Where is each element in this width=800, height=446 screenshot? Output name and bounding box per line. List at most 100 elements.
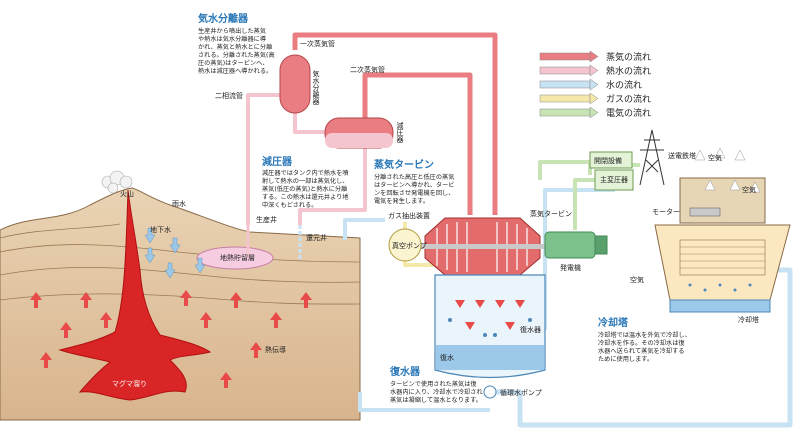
legend-arrow (589, 106, 599, 119)
air-label-1: 空気 (708, 153, 722, 162)
generator (544, 231, 608, 259)
flasher-title: 減圧器 (262, 155, 293, 168)
desc-line: 射して熱水の一部は蒸気化し、 (262, 177, 348, 185)
desc-line: する。この熱水は還元井より地 (262, 193, 349, 201)
desc-line: 水器内に入り、冷却水で冷却され (390, 388, 483, 396)
desc-line: 冷却塔では温水を外気で冷却し、 (598, 331, 691, 339)
legend-arrow (589, 92, 599, 105)
transformer-box (594, 169, 634, 191)
desc-line: や熱水は気水分離器に導 (198, 35, 266, 43)
groundwater-label: 地下水 (150, 225, 171, 234)
cooling-tower (654, 147, 791, 313)
desc-line: 分離された高圧と低圧の蒸気 (374, 173, 454, 181)
reservoir-label: 地熱貯留層 (220, 253, 255, 262)
separator-vertical-label: 気水分離器 (312, 69, 320, 106)
ground-section (0, 170, 361, 421)
gas-extractor-label: ガス抽出装置 (388, 211, 430, 220)
cooling-desc: 冷却塔では温水を外気で冷却し、冷却水を作る。その冷却水は復水器へ送られて蒸気を冷… (598, 331, 691, 363)
turbine-desc: 分離された高圧と低圧の蒸気はタービンへ導かれ、タービンを回転させ発電機を回し、電… (374, 173, 455, 205)
air-label-2: 空気 (742, 185, 756, 194)
primary-steam-label: 一次蒸気管 (300, 39, 335, 48)
heat-conduction-label: 熱伝導 (265, 345, 286, 354)
legend-label: 熱水の流れ (606, 65, 651, 77)
desc-line: ンを回転させ発電機を回し、 (374, 189, 454, 197)
condenser-title: 復水器 (389, 365, 421, 378)
desc-line: 生産井から噴出した蒸気 (198, 27, 266, 35)
heat-arrows (30, 290, 312, 388)
legend-label: 電気の流れ (606, 107, 651, 119)
legend-arrow (589, 78, 599, 91)
water-pipe-c (358, 392, 490, 412)
legend-label: 蒸気の流れ (606, 51, 651, 63)
condenser-label: 復水器 (520, 325, 541, 334)
desc-line: 蒸気は凝縮して温水となります。 (390, 396, 482, 404)
legend-swatch (539, 108, 591, 117)
separator-desc: 生産井から噴出した蒸気や熱水は気水分離器に導かれ、蒸気と熱水とに分離される。分離… (198, 27, 275, 75)
legend-arrow (589, 64, 599, 77)
elec-pipe-b (538, 160, 592, 180)
secondary-steam-pipe (362, 72, 473, 215)
rain-label: 雨水 (172, 199, 186, 208)
water-pipe-b (490, 267, 793, 428)
legend-label: ガスの流れ (606, 93, 651, 105)
desc-line: される。分離された蒸気(高 (198, 51, 275, 59)
hot-water-label: 復水 (440, 353, 454, 362)
legend-swatch (539, 80, 591, 89)
condenser-desc: タービンで使用された蒸気は復水器内に入り、冷却水で冷却され蒸気は凝縮して温水とな… (390, 380, 483, 404)
legend-arrow (589, 50, 599, 63)
desc-line: 冷却水を作る。その冷却水は復 (598, 339, 685, 347)
legend-swatch (539, 66, 591, 75)
circ-pump-icon (483, 385, 497, 399)
flasher-vertical-label: 減圧器 (396, 121, 404, 144)
desc-line: はタービンへ導かれ、タービ (374, 181, 455, 189)
legend-label: 水の流れ (606, 79, 642, 91)
vacuum-pump-icon (388, 228, 422, 262)
desc-line: 水器へ送られて蒸気を冷却する (598, 347, 684, 355)
desc-line: 中深くもどされる。 (262, 201, 317, 209)
magma-label: マグマ溜り (112, 379, 147, 388)
reservoir-shape (196, 246, 274, 270)
volcano-smoke (101, 170, 133, 194)
water-pipe-a (343, 218, 385, 240)
reinjection-well-label: 還元井 (306, 233, 327, 242)
motor-label: モーター (652, 207, 680, 216)
desc-line: かれ、蒸気と熱水とに分離 (198, 43, 272, 51)
air-label-3: 空気 (630, 275, 644, 284)
hotwater-pipe (293, 112, 325, 134)
separator-vessel (279, 54, 311, 114)
legend-swatch (539, 52, 591, 61)
primary-steam-pipe (292, 32, 498, 215)
steam-turbine-label: 蒸気タービン (530, 209, 572, 218)
vacuum-pump-label: 真空ポンプ (392, 241, 427, 250)
separator-title: 気水分離器 (197, 12, 249, 25)
volcano-label: 火山 (120, 189, 134, 198)
production-well-label: 生産井 (256, 215, 277, 224)
legend-swatch (539, 94, 591, 103)
flasher-water (325, 133, 393, 148)
transmission-tower-icon (639, 129, 665, 186)
secondary-steam-label: 二次蒸気管 (350, 65, 385, 74)
desc-line: タービンで使用された蒸気は復 (390, 380, 477, 388)
condenser (434, 274, 546, 379)
tower-label: 送電鉄塔 (668, 151, 696, 160)
desc-line: 電気を発生します。 (374, 197, 429, 205)
cooling-title: 冷却塔 (598, 316, 629, 329)
desc-line: 蒸気(低圧の蒸気)と熱水に分離 (262, 185, 347, 193)
desc-line: 圧の蒸気)はタービンへ、 (198, 59, 268, 67)
desc-line: ために使用します。 (598, 355, 653, 363)
transformer-label: 主変圧器 (600, 175, 628, 184)
steam-turbine (420, 217, 545, 276)
generator-label: 発電機 (560, 263, 581, 272)
reinjection-hotwater-pipe (298, 145, 367, 225)
switchgear-box (589, 151, 633, 169)
flasher-desc: 減圧器ではタンク内で熱水を噴射して熱水の一部は蒸気化し、蒸気(低圧の蒸気)と熱水… (262, 169, 349, 209)
desc-line: 熱水は減圧器へ導かれる。 (198, 67, 272, 75)
two-phase-label: 二相流管 (215, 91, 243, 100)
turbine-title: 蒸気タービン (374, 158, 434, 171)
desc-line: 減圧器ではタンク内で熱水を噴 (262, 169, 349, 177)
two-phase-pipe (246, 93, 282, 225)
cooling-tower-label: 冷却塔 (738, 315, 759, 324)
